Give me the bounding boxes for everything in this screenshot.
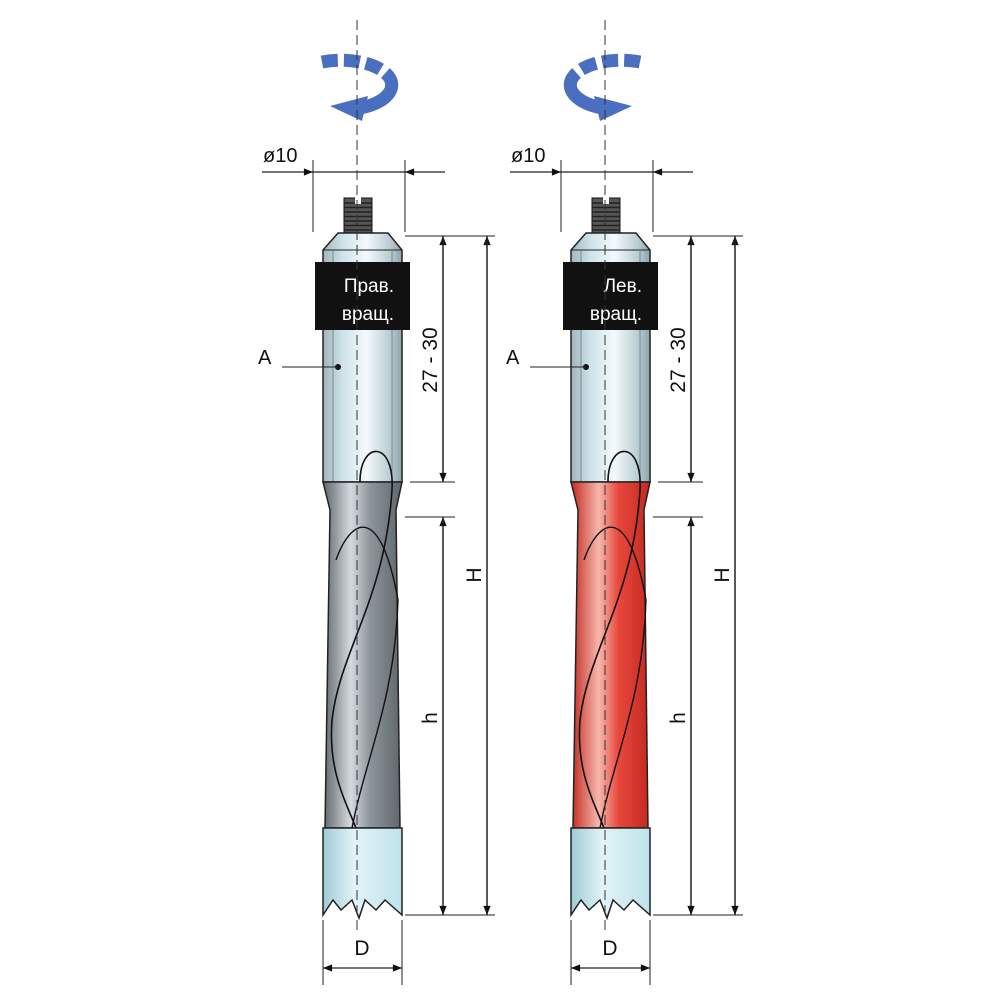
drill-left: ø10 Лев. вращ. A (506, 20, 743, 985)
thread-stud (591, 194, 621, 235)
shank: Лев. вращ. A (506, 232, 658, 483)
counterclockwise-rotation-arrow-icon (563, 53, 642, 121)
shank-length-label: 27 - 30 (419, 327, 442, 392)
drill-right: ø10 Прав. вращ. A (258, 20, 495, 985)
shank-diameter-label: ø10 (263, 145, 297, 167)
shank-diameter-dimension: ø10 (510, 145, 693, 232)
rotation-label-line2: вращ. (590, 304, 642, 325)
rotation-label-box (315, 262, 410, 330)
diameter-label: D (602, 937, 617, 960)
point-a-label: A (506, 347, 520, 369)
flute-body (570, 450, 651, 829)
tip (322, 827, 403, 921)
shank-diameter-label: ø10 (511, 145, 545, 167)
shank-diameter-dimension: ø10 (262, 145, 445, 232)
rotation-label-line1: Лев. (604, 276, 642, 297)
shank: Прав. вращ. A (258, 232, 410, 483)
rotation-label-line2: вращ. (342, 304, 394, 325)
total-length-label: H (711, 567, 734, 582)
thread-stud (343, 194, 373, 235)
diameter-label: D (354, 937, 369, 960)
total-length-label: H (463, 567, 486, 582)
rotation-label-box (563, 262, 658, 330)
rotation-label-line1: Прав. (344, 276, 394, 297)
working-length-label: h (419, 712, 442, 724)
clockwise-rotation-arrow-icon (320, 53, 399, 121)
dimension-lines: 27 - 30 H h D (322, 235, 495, 985)
flute-body (322, 450, 403, 829)
dimension-lines: 27 - 30 H h D (570, 235, 743, 985)
working-length-label: h (667, 712, 690, 724)
point-a-label: A (258, 347, 272, 369)
tip (570, 827, 651, 921)
shank-length-label: 27 - 30 (667, 327, 690, 392)
